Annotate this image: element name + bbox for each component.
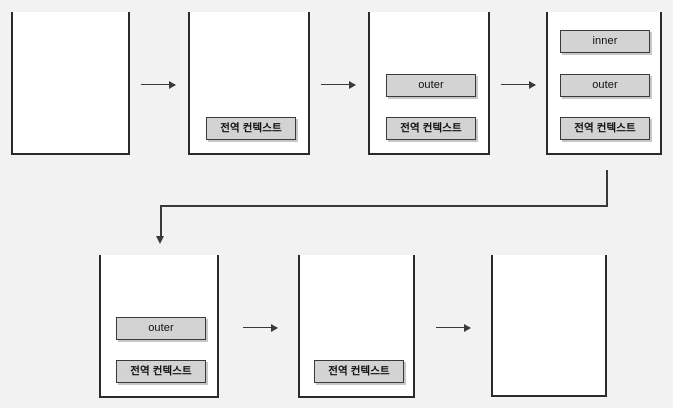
stack-box-step-7 bbox=[491, 255, 607, 397]
connector-segment-down-left bbox=[160, 205, 162, 237]
arrow-step-3-to-4 bbox=[501, 80, 536, 89]
frame-outer: outer bbox=[560, 74, 650, 97]
stack-box-step-6: 전역 컨텍스트 bbox=[298, 255, 415, 398]
stack-box-step-2: 전역 컨텍스트 bbox=[188, 12, 310, 155]
stack-box-step-3: outer 전역 컨텍스트 bbox=[368, 12, 490, 155]
connector-segment-left bbox=[160, 205, 608, 207]
arrow-step-6-to-7 bbox=[436, 323, 471, 332]
frame-global-context: 전역 컨텍스트 bbox=[314, 360, 404, 383]
frame-global-context: 전역 컨텍스트 bbox=[206, 117, 296, 140]
frame-outer: outer bbox=[386, 74, 476, 97]
frame-global-context: 전역 컨텍스트 bbox=[386, 117, 476, 140]
connector-segment-down-right bbox=[606, 170, 608, 206]
stack-box-step-4: inner outer 전역 컨텍스트 bbox=[546, 12, 662, 155]
connector-arrowhead-icon bbox=[156, 236, 164, 244]
frame-global-context: 전역 컨텍스트 bbox=[560, 117, 650, 140]
stack-box-step-5: outer 전역 컨텍스트 bbox=[99, 255, 219, 398]
arrow-step-1-to-2 bbox=[141, 80, 176, 89]
frame-global-context: 전역 컨텍스트 bbox=[116, 360, 206, 383]
frame-inner: inner bbox=[560, 30, 650, 53]
arrow-step-5-to-6 bbox=[243, 323, 278, 332]
stack-box-step-1 bbox=[11, 12, 130, 155]
frame-outer: outer bbox=[116, 317, 206, 340]
arrow-step-2-to-3 bbox=[321, 80, 356, 89]
